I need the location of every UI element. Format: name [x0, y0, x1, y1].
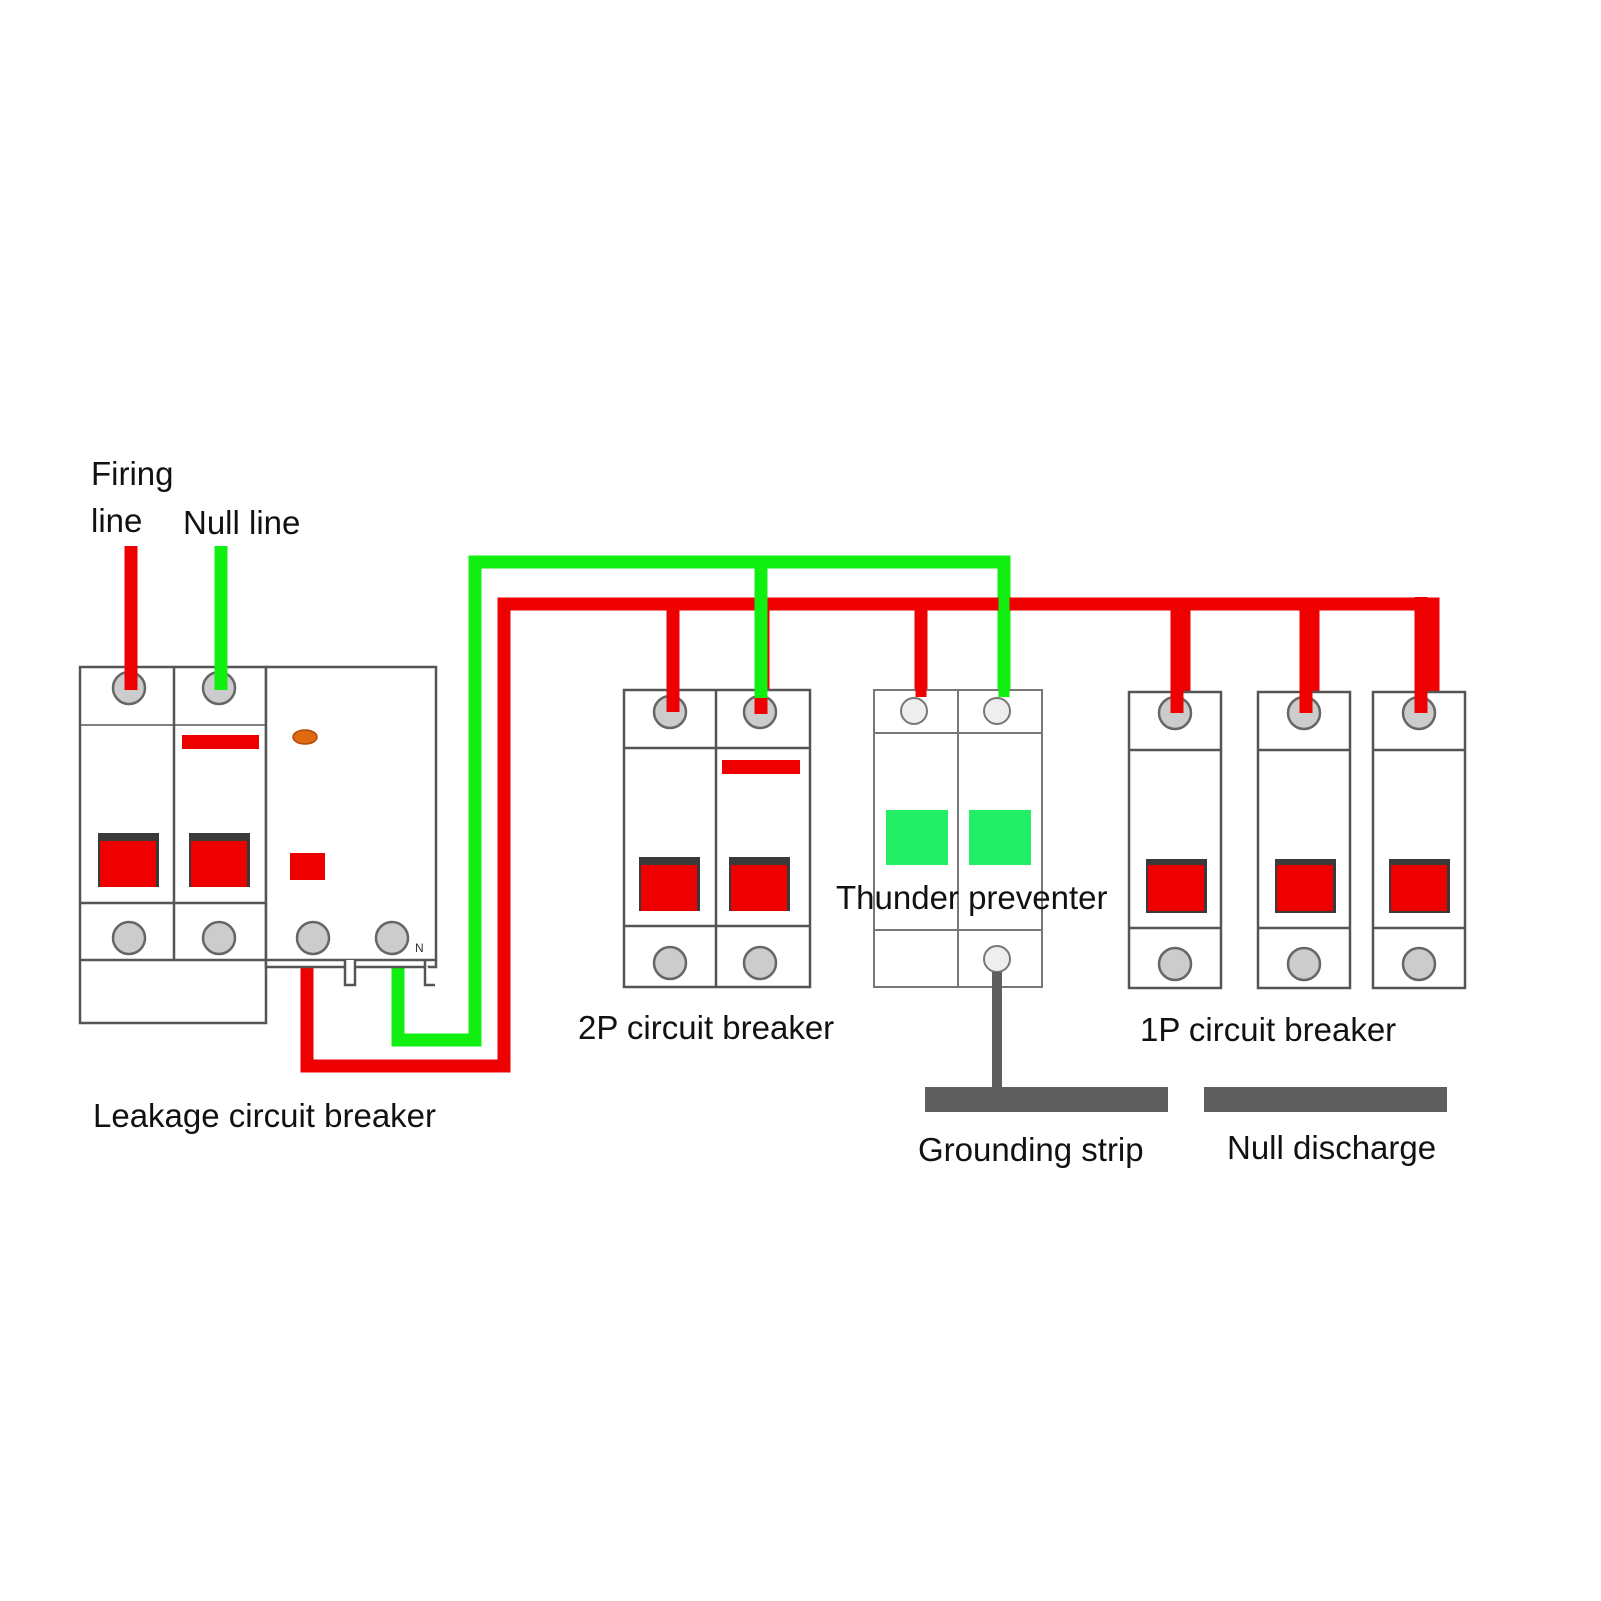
spd-terminals — [900, 697, 1011, 973]
reset-button — [290, 853, 325, 880]
2p-breaker-label: 2P circuit breaker — [578, 1009, 835, 1046]
1p-breaker-label: 1P circuit breaker — [1140, 1011, 1397, 1048]
leakage-breaker-label: Leakage circuit breaker — [93, 1097, 437, 1134]
thunder-preventer-label: Thunder preventer — [836, 879, 1108, 916]
leakage-handles — [98, 833, 250, 887]
null-line-label: Null line — [183, 504, 301, 541]
grounding-strip-bar — [925, 1087, 1168, 1112]
null-discharge-bar — [1204, 1087, 1447, 1112]
2p-trip-indicator-bar — [722, 760, 800, 774]
test-button-indicator — [292, 729, 318, 745]
2p-handles — [639, 857, 790, 911]
1p-circuit-breakers — [1127, 690, 1467, 990]
null-discharge-label: Null discharge — [1227, 1129, 1437, 1166]
1p-handles — [1146, 859, 1450, 913]
firing-line-label-1: Firing — [91, 455, 174, 492]
neutral-mark: N — [415, 941, 424, 955]
trip-indicator-bar — [182, 735, 259, 749]
grounding-strip-label: Grounding strip — [918, 1131, 1144, 1168]
spd-modules — [886, 810, 1031, 865]
firing-line-label-2: line — [91, 502, 143, 539]
2p-circuit-breaker — [622, 688, 812, 989]
